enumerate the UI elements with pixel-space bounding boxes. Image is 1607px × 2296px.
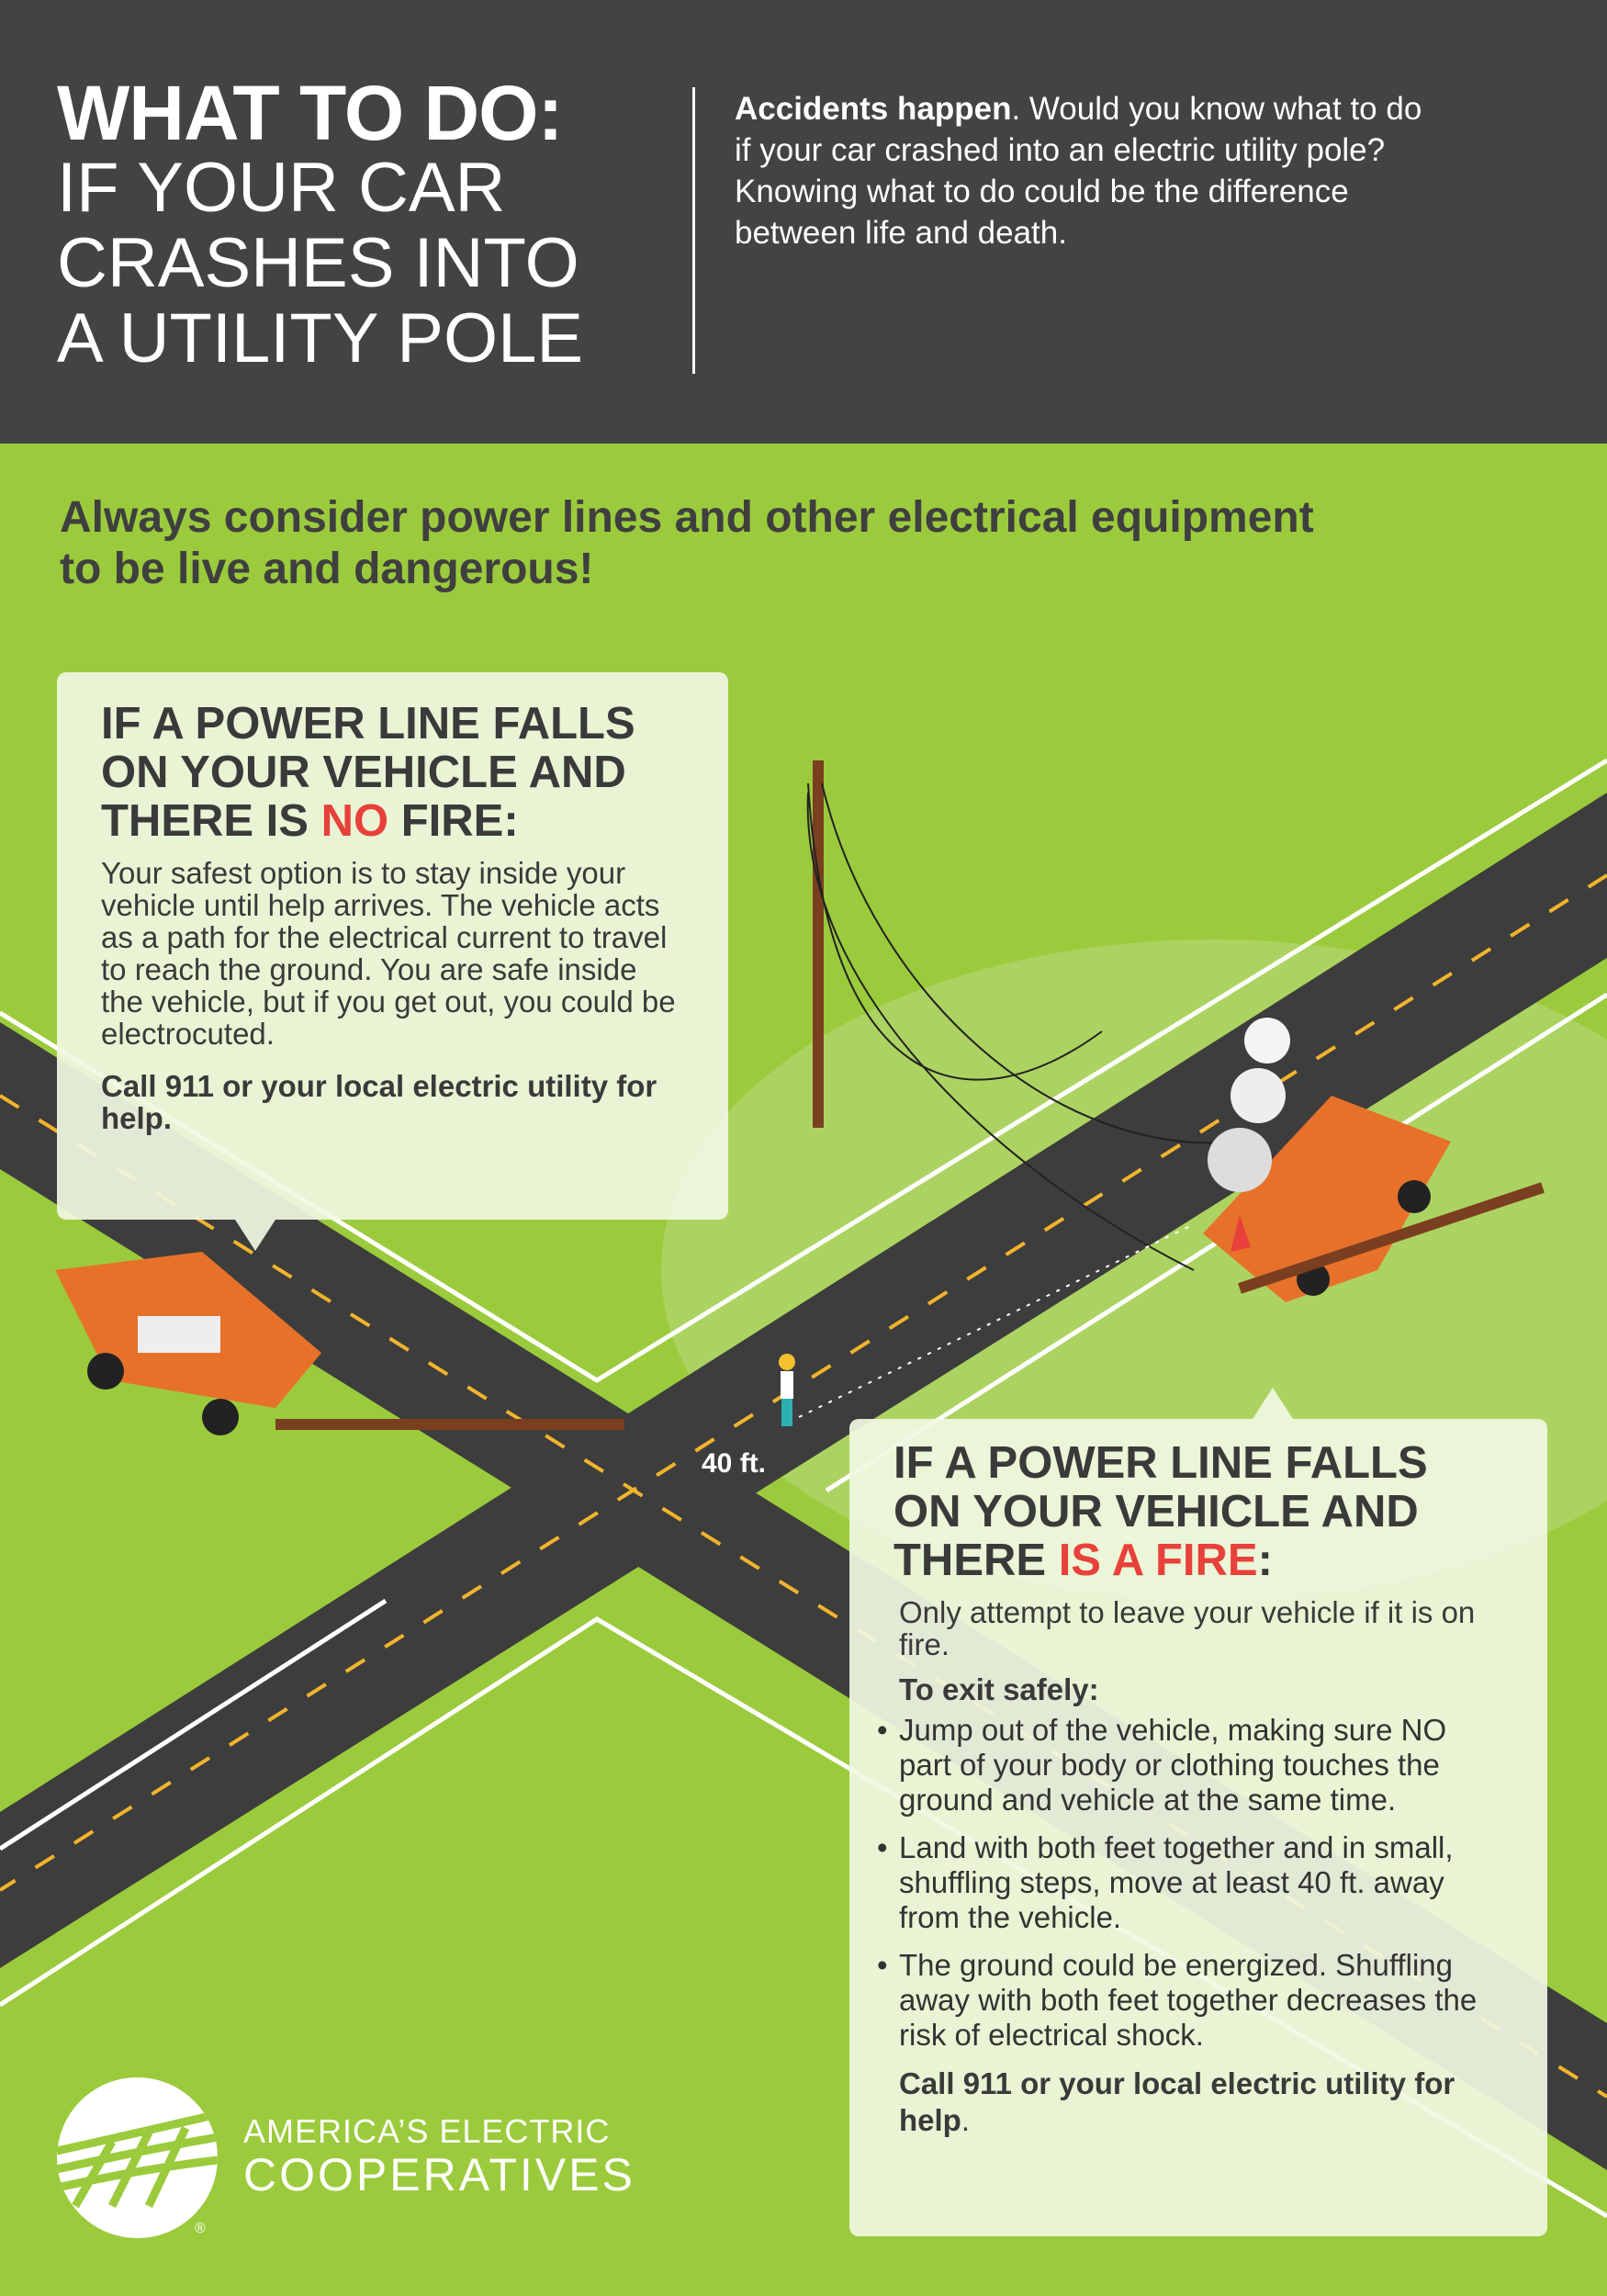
heading-text: : — [1257, 1536, 1273, 1585]
exit-steps: Jump out of the vehicle, making sure NO … — [877, 1713, 1503, 2053]
exit-step: Jump out of the vehicle, making sure NO … — [877, 1713, 1503, 1818]
heading-text: IF A POWER LINE FALLS ON YOUR VEHICLE AN… — [101, 699, 635, 846]
intro-text: Accidents happen. Would you know what to… — [735, 88, 1433, 253]
title-line: CRASHES INTO — [57, 224, 579, 302]
utility-pole — [813, 760, 824, 1128]
title-line: WHAT TO DO: — [57, 70, 563, 156]
cooperative-logo — [57, 2077, 218, 2238]
person — [779, 1354, 795, 1426]
exit-step: The ground could be energized. Shuffling… — [877, 1948, 1503, 2053]
title-line: A UTILITY POLE — [57, 299, 584, 377]
call-text: Call 911 or your local electric utility … — [899, 2066, 1455, 2137]
heading-text: FIRE: — [388, 796, 519, 846]
road-ne-sw — [0, 793, 1607, 1968]
field-icon — [57, 2110, 218, 2209]
logo-wordmark: AMERICA’S ELECTRIC COOPERATIVES — [243, 2112, 635, 2199]
logo-line2: COOPERATIVES — [243, 2149, 635, 2200]
registered-mark: ® — [195, 2221, 206, 2236]
distance-label: 40 ft. — [702, 1448, 767, 1479]
page-title: WHAT TO DO: IF YOUR CAR CRASHES INTO A U… — [57, 70, 584, 377]
fire-heading: IF A POWER LINE FALLS ON YOUR VEHICLE AN… — [893, 1439, 1503, 1585]
intro-rest: . Would you know what to do if your car … — [735, 91, 1422, 251]
safety-tagline: Always consider power lines and other el… — [60, 493, 1314, 593]
truck-right-on-fire — [1203, 1018, 1451, 1302]
heading-emphasis: NO — [320, 796, 389, 846]
call-end: . — [961, 2103, 971, 2137]
logo-line1: AMERICA’S ELECTRIC — [243, 2112, 611, 2150]
fire-intro: Only attempt to leave your vehicle if it… — [899, 1595, 1476, 1661]
power-lines — [806, 782, 1241, 1271]
no-fire-heading: IF A POWER LINE FALLS ON YOUR VEHICLE AN… — [101, 700, 684, 846]
heading-emphasis: IS A FIRE — [1058, 1536, 1258, 1585]
callout-pointer — [1253, 1388, 1293, 1419]
distance-line — [798, 1223, 1195, 1418]
broken-pole — [1238, 1182, 1545, 1294]
header-banner: WHAT TO DO: IF YOUR CAR CRASHES INTO A U… — [0, 0, 1607, 444]
no-fire-body: Your safest option is to stay inside you… — [101, 856, 676, 1051]
title-line: IF YOUR CAR — [57, 149, 506, 227]
fire-call: Call 911 or your local electric utility … — [893, 2065, 1503, 2139]
no-fire-panel: IF A POWER LINE FALLS ON YOUR VEHICLE AN… — [57, 672, 728, 1220]
exit-step: Land with both feet together and in smal… — [877, 1830, 1503, 1935]
no-fire-call: Call 911 or your local electric utility … — [101, 1069, 657, 1135]
heading-text: IF A POWER LINE FALLS ON YOUR VEHICLE AN… — [893, 1438, 1428, 1585]
exit-label: To exit safely: — [899, 1672, 1099, 1706]
fallen-pole — [275, 1419, 624, 1430]
divider — [692, 87, 695, 374]
truck-left — [55, 1252, 321, 1435]
fire-panel: IF A POWER LINE FALLS ON YOUR VEHICLE AN… — [849, 1419, 1547, 2236]
intro-bold: Accidents happen — [735, 91, 1012, 127]
callout-pointer — [235, 1220, 275, 1251]
